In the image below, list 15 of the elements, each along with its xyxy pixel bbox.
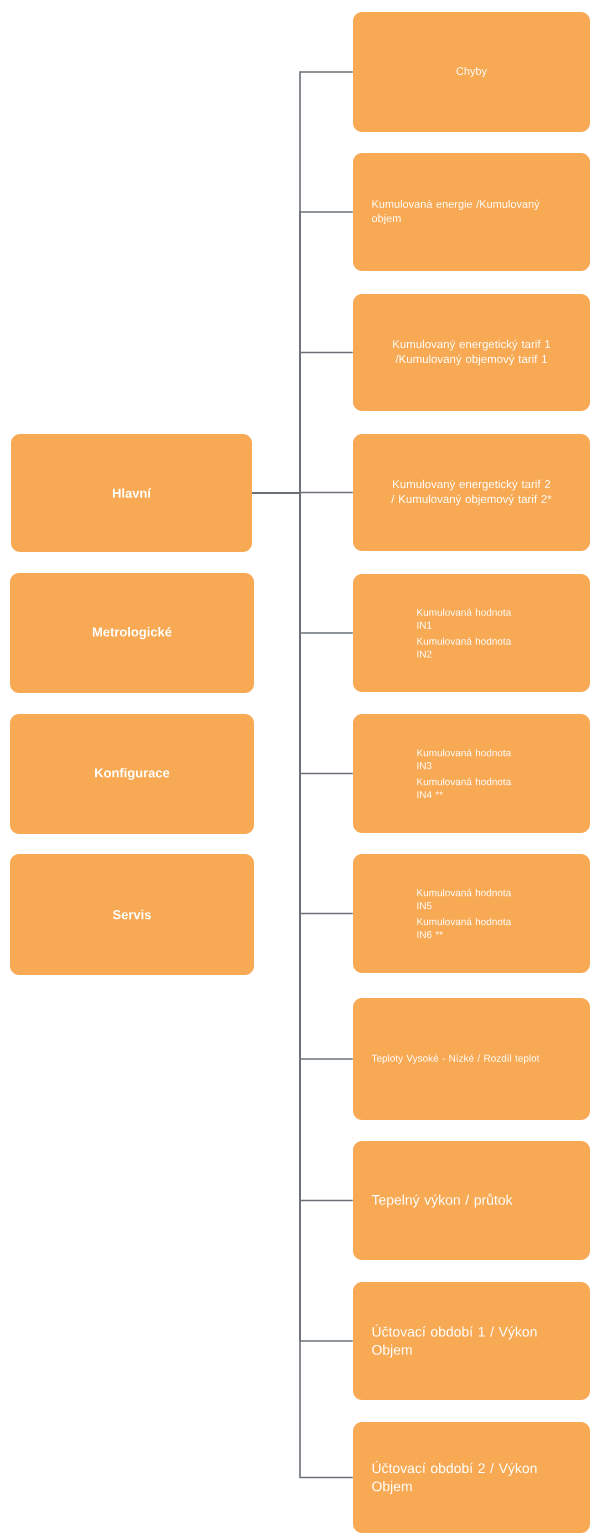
menu-box: Servis — [10, 854, 254, 975]
item-box: Kumulovaný energetický tarif 2 / Kumulovaný objemový tarif 2* — [353, 434, 590, 551]
item-box: Teploty Vysoké - Nízké / Rozdíl teplot — [353, 998, 590, 1120]
item-box: Účtovací období 2 / Výkon Objem — [353, 1422, 590, 1533]
item-box: Kumulovaná hodnota IN3 Kumulovaná hodnota IN4 ** — [353, 714, 590, 833]
item-box: Kumulovaná energie /Kumulovaný objem — [353, 153, 590, 271]
item-box: Kumulovaná hodnota IN1 Kumulovaná hodnota IN2 — [353, 574, 590, 692]
item-box: Kumulovaná hodnota IN5 Kumulovaná hodnota IN6 ** — [353, 854, 590, 973]
menu-box: Hlavní — [11, 434, 252, 552]
menu-box: Konfigurace — [10, 714, 254, 834]
menu-box: Metrologické — [10, 573, 254, 693]
item-box: Tepelný výkon / průtok — [353, 1141, 590, 1260]
item-box: Účtovací období 1 / Výkon Objem — [353, 1282, 590, 1400]
item-box: Kumulovaný energetický tarif 1 /Kumulovaný objemový tarif 1 — [353, 294, 590, 411]
item-box: Chyby — [353, 12, 590, 132]
